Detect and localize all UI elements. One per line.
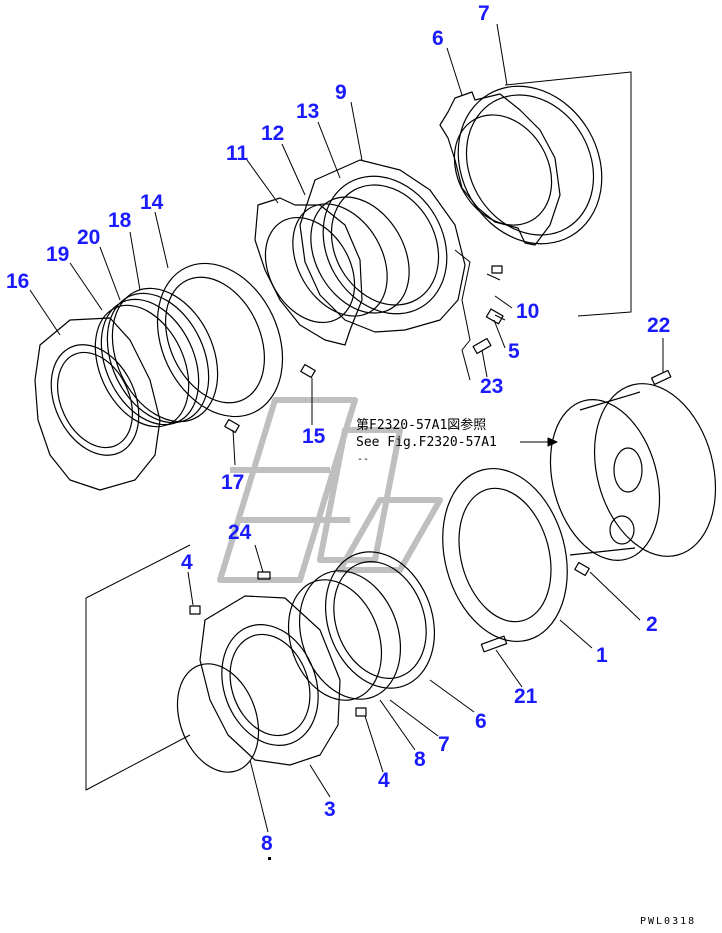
callout-9: 9 [335,81,347,104]
callout-14: 14 [140,191,164,214]
callout-4-lower: 4 [378,769,390,792]
small-pins [224,265,504,434]
reference-note-en: See Fig.F2320-57A1 [356,435,497,450]
callout-2: 2 [646,613,658,636]
callout-20: 20 [77,226,101,249]
callout-15: 15 [302,425,326,448]
callout-3: 3 [324,798,336,821]
part-21-pin [480,635,508,653]
callout-10: 10 [516,300,540,323]
watermark-logo [217,397,443,583]
part-8-ring-lower [176,663,260,773]
part-16-carrier [34,317,161,491]
callout-11: 11 [226,142,249,165]
callout-16: 16 [6,270,30,293]
callout-7-top: 7 [478,2,490,25]
part-13-ring [310,196,410,314]
callout-6-lower: 6 [475,710,487,733]
drawing-code: PWL0318 [640,916,697,927]
callout-8-lower: 8 [261,832,273,855]
part-11-plate [254,197,363,346]
right-housing [549,383,717,561]
callout-24: 24 [228,521,252,544]
construction-lines [85,71,632,791]
callout-18: 18 [108,209,132,232]
callout-1: 1 [596,644,608,667]
part-9-housing [299,159,466,333]
callout-12: 12 [261,122,285,145]
callout-19: 19 [46,243,70,266]
callout-6-top: 6 [432,27,444,50]
callout-7-lower: 7 [438,733,450,756]
reference-note-dashes: -- [357,454,370,465]
part-18-20-clutch-pack [94,287,219,428]
callout-13: 13 [296,100,320,123]
callout-4-upper: 4 [181,551,193,574]
part-24-pin [257,571,271,580]
callout-17: 17 [221,471,245,494]
leader-lines [29,23,664,833]
part-1-flange [442,467,568,643]
reference-note-jp: 第F2320-57A1図参照 [356,418,487,433]
part-6-lower-plate [324,551,436,689]
callout-5: 5 [508,340,520,363]
callout-21: 21 [514,685,538,708]
part-4-bolts [189,605,367,717]
part-14-disc [156,262,284,418]
part-12-ring [292,203,388,317]
part-7-ring [457,85,603,245]
part-3-carrier [199,595,341,766]
part-8-ring-middle [287,579,383,701]
part-2-bolt [574,561,590,577]
terminal-dot [268,857,271,860]
part-6-plate [439,91,561,246]
callout-23: 23 [480,375,504,398]
part-22-pin [650,369,672,386]
callout-22: 22 [647,314,671,337]
callout-8-middle: 8 [414,748,426,771]
